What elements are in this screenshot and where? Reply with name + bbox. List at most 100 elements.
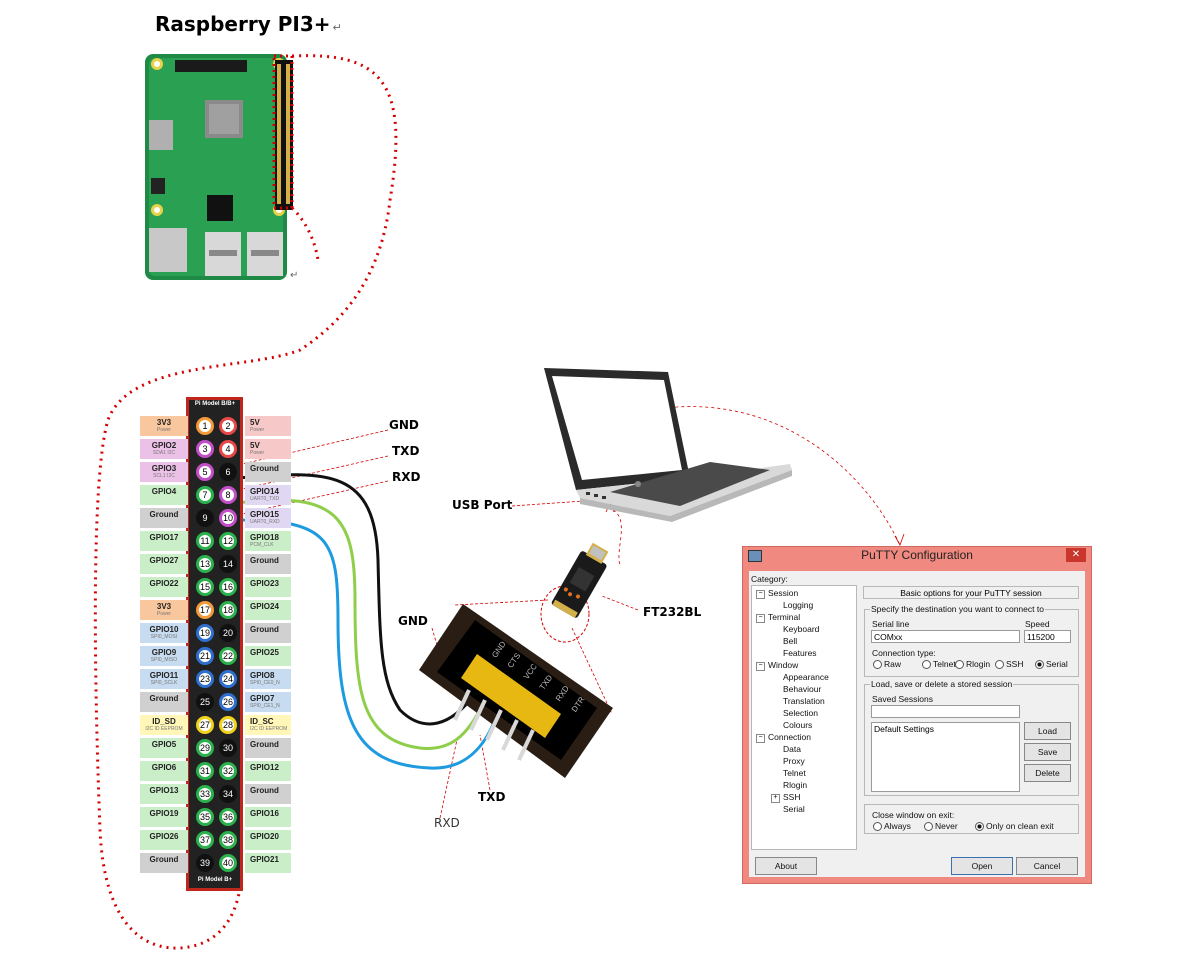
gpio-pin: 27 [196,716,214,734]
pin-label-right: GPIO25 [245,646,291,666]
pin-label-sub: PCM_CLK [250,542,274,548]
tree-item[interactable]: Logging [783,600,814,610]
serial-line-input[interactable]: COMxx [871,630,1020,643]
speed-input[interactable]: 115200 [1024,630,1071,643]
radio-icon[interactable] [975,822,984,832]
gpio-pin: 25 [196,693,214,711]
tree-item[interactable]: Selection [783,708,818,718]
tree-item[interactable]: Bell [783,636,798,646]
radio-conn-type[interactable]: Telnet [922,659,956,670]
pin-label-name: GPIO6 [151,763,177,772]
tree-item[interactable]: Behaviour [783,684,822,694]
radio-close-option[interactable]: Never [924,821,958,832]
gpio-pin: 20 [219,624,237,642]
pin-label-right: GPIO23 [245,577,291,597]
delete-button[interactable]: Delete [1024,764,1071,782]
label-rxd-connector: RXD [434,816,460,830]
serial-line-label: Serial line [872,619,910,629]
saved-sessions-input[interactable] [871,705,1020,718]
radio-icon[interactable] [922,660,931,670]
load-save-label: Load, save or delete a stored session [870,679,1014,689]
pin-label-right: Ground [245,623,291,643]
pin-label-left: GPIO27 [140,554,188,574]
return-mark: ↵ [290,270,299,281]
tree-item[interactable]: Keyboard [783,624,820,634]
radio-label: Only on clean exit [986,821,1054,831]
tree-item[interactable]: SSH [783,792,801,802]
radio-conn-type[interactable]: SSH [995,659,1023,670]
radio-conn-type[interactable]: Serial [1035,659,1068,670]
tree-item[interactable]: Connection [768,732,812,742]
session-item[interactable]: Default Settings [874,724,935,734]
tree-item[interactable]: Translation [783,696,825,706]
pin-label-sub: Power [250,427,265,433]
tree-item[interactable]: Window [768,660,799,670]
pin-label-sub: SPI0_SCLK [150,680,178,686]
gpio-pin: 17 [196,601,214,619]
radio-conn-type[interactable]: Raw [873,659,901,670]
tree-item[interactable]: Appearance [783,672,829,682]
collapse-icon[interactable]: − [756,662,765,671]
radio-icon[interactable] [1035,660,1044,670]
radio-conn-type[interactable]: Rlogin [955,659,990,670]
load-button[interactable]: Load [1024,722,1071,740]
tree-item[interactable]: Rlogin [783,780,808,790]
cancel-button[interactable]: Cancel [1016,857,1078,875]
close-icon[interactable]: ✕ [1066,548,1086,562]
gpio-pin: 15 [196,578,214,596]
radio-icon[interactable] [873,660,882,670]
gpio-pin: 32 [219,762,237,780]
radio-icon[interactable] [955,660,964,670]
tree-item[interactable]: Session [768,588,799,598]
collapse-icon[interactable]: − [756,614,765,623]
tree-item[interactable]: Features [783,648,817,658]
pin-label-name: GPIO4 [151,487,177,496]
pin-label-name: GPIO17 [149,533,179,542]
pin-label-sub: SPI0_MISO [150,657,178,663]
gpio-pin: 35 [196,808,214,826]
tree-item[interactable]: Telnet [783,768,806,778]
gpio-pin: 13 [196,555,214,573]
tree-item[interactable]: Serial [783,804,805,814]
pin-label-sub: SPI0_MOSI [150,634,178,640]
radio-close-option[interactable]: Always [873,821,911,832]
wire-gnd [237,473,472,726]
about-button[interactable]: About [755,857,817,875]
gpio-pin: 29 [196,739,214,757]
gpio-pin: 4 [219,440,237,458]
open-button[interactable]: Open [951,857,1013,875]
pin-label-sub: I2C ID EEPROM [145,726,183,732]
pin-label-name: 5V [250,418,260,427]
pin-label-name: GPIO21 [250,855,279,864]
tree-item[interactable]: Colours [783,720,813,730]
pin-label-name: GPIO2 [151,441,177,450]
pin-label-name: GPIO18 [250,533,279,542]
pin-label-name: Ground [149,694,179,703]
putty-app-icon [748,550,762,562]
pin-label-left: GPIO17 [140,531,188,551]
gpio-pin: 40 [219,854,237,872]
sessions-list[interactable]: Default Settings [871,722,1020,792]
gpio-pin: 7 [196,486,214,504]
header-bottom-label: Pi Model B+ [197,877,233,883]
radio-icon[interactable] [924,822,933,832]
gpio-pin: 3 [196,440,214,458]
pin-label-left: GPIO22 [140,577,188,597]
pin-label-name: Ground [250,464,279,473]
expand-icon[interactable]: + [771,794,780,803]
radio-icon[interactable] [873,822,882,832]
radio-close-option[interactable]: Only on clean exit [975,821,1054,832]
tree-item[interactable]: Terminal [768,612,801,622]
radio-icon[interactable] [995,660,1004,670]
pin-label-left: GPIO4 [140,485,188,505]
collapse-icon[interactable]: − [756,734,765,743]
collapse-icon[interactable]: − [756,590,765,599]
tree-item[interactable]: Proxy [783,756,805,766]
save-button[interactable]: Save [1024,743,1071,761]
tree-item[interactable]: Data [783,744,801,754]
